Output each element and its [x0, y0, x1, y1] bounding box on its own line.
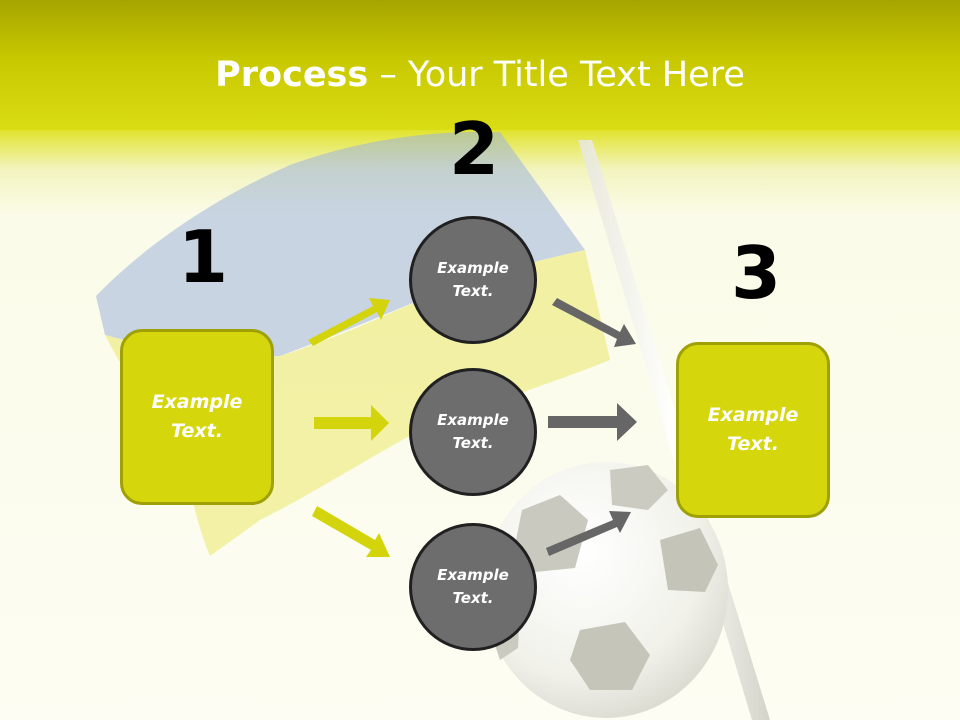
step-number-1: 1 — [178, 215, 229, 299]
arrow-right-icon — [314, 405, 389, 441]
arrow-up-right-icon — [308, 298, 390, 346]
title-rest: – Your Title Text Here — [368, 55, 745, 95]
title-band — [0, 0, 960, 130]
arrow-down-right-gray-icon — [552, 298, 636, 347]
step-box-left: Example Text. — [120, 329, 274, 505]
slide-title: Process – Your Title Text Here — [0, 52, 960, 98]
step-number-3: 3 — [731, 231, 782, 315]
step-box-left-text: Example Text. — [151, 391, 243, 442]
yellow-arrows — [308, 298, 390, 557]
circle-middle-text: Example Text. — [437, 411, 509, 452]
step-box-right: Example Text. — [676, 342, 830, 518]
title-bold: Process — [215, 55, 369, 95]
gray-arrows — [546, 298, 637, 556]
step-number-2: 2 — [449, 107, 500, 191]
arrow-right-gray-icon — [548, 403, 637, 441]
circle-bottom-text: Example Text. — [437, 566, 509, 607]
soccer-ball-illustration — [484, 462, 728, 718]
circle-top-text: Example Text. — [437, 259, 509, 300]
step-box-right-text: Example Text. — [707, 404, 799, 455]
circle-middle: Example Text. — [409, 368, 537, 496]
arrow-down-right-icon — [312, 506, 390, 557]
arrow-up-right-gray-icon — [546, 511, 631, 556]
circle-bottom: Example Text. — [409, 523, 537, 651]
circle-top: Example Text. — [409, 216, 537, 344]
